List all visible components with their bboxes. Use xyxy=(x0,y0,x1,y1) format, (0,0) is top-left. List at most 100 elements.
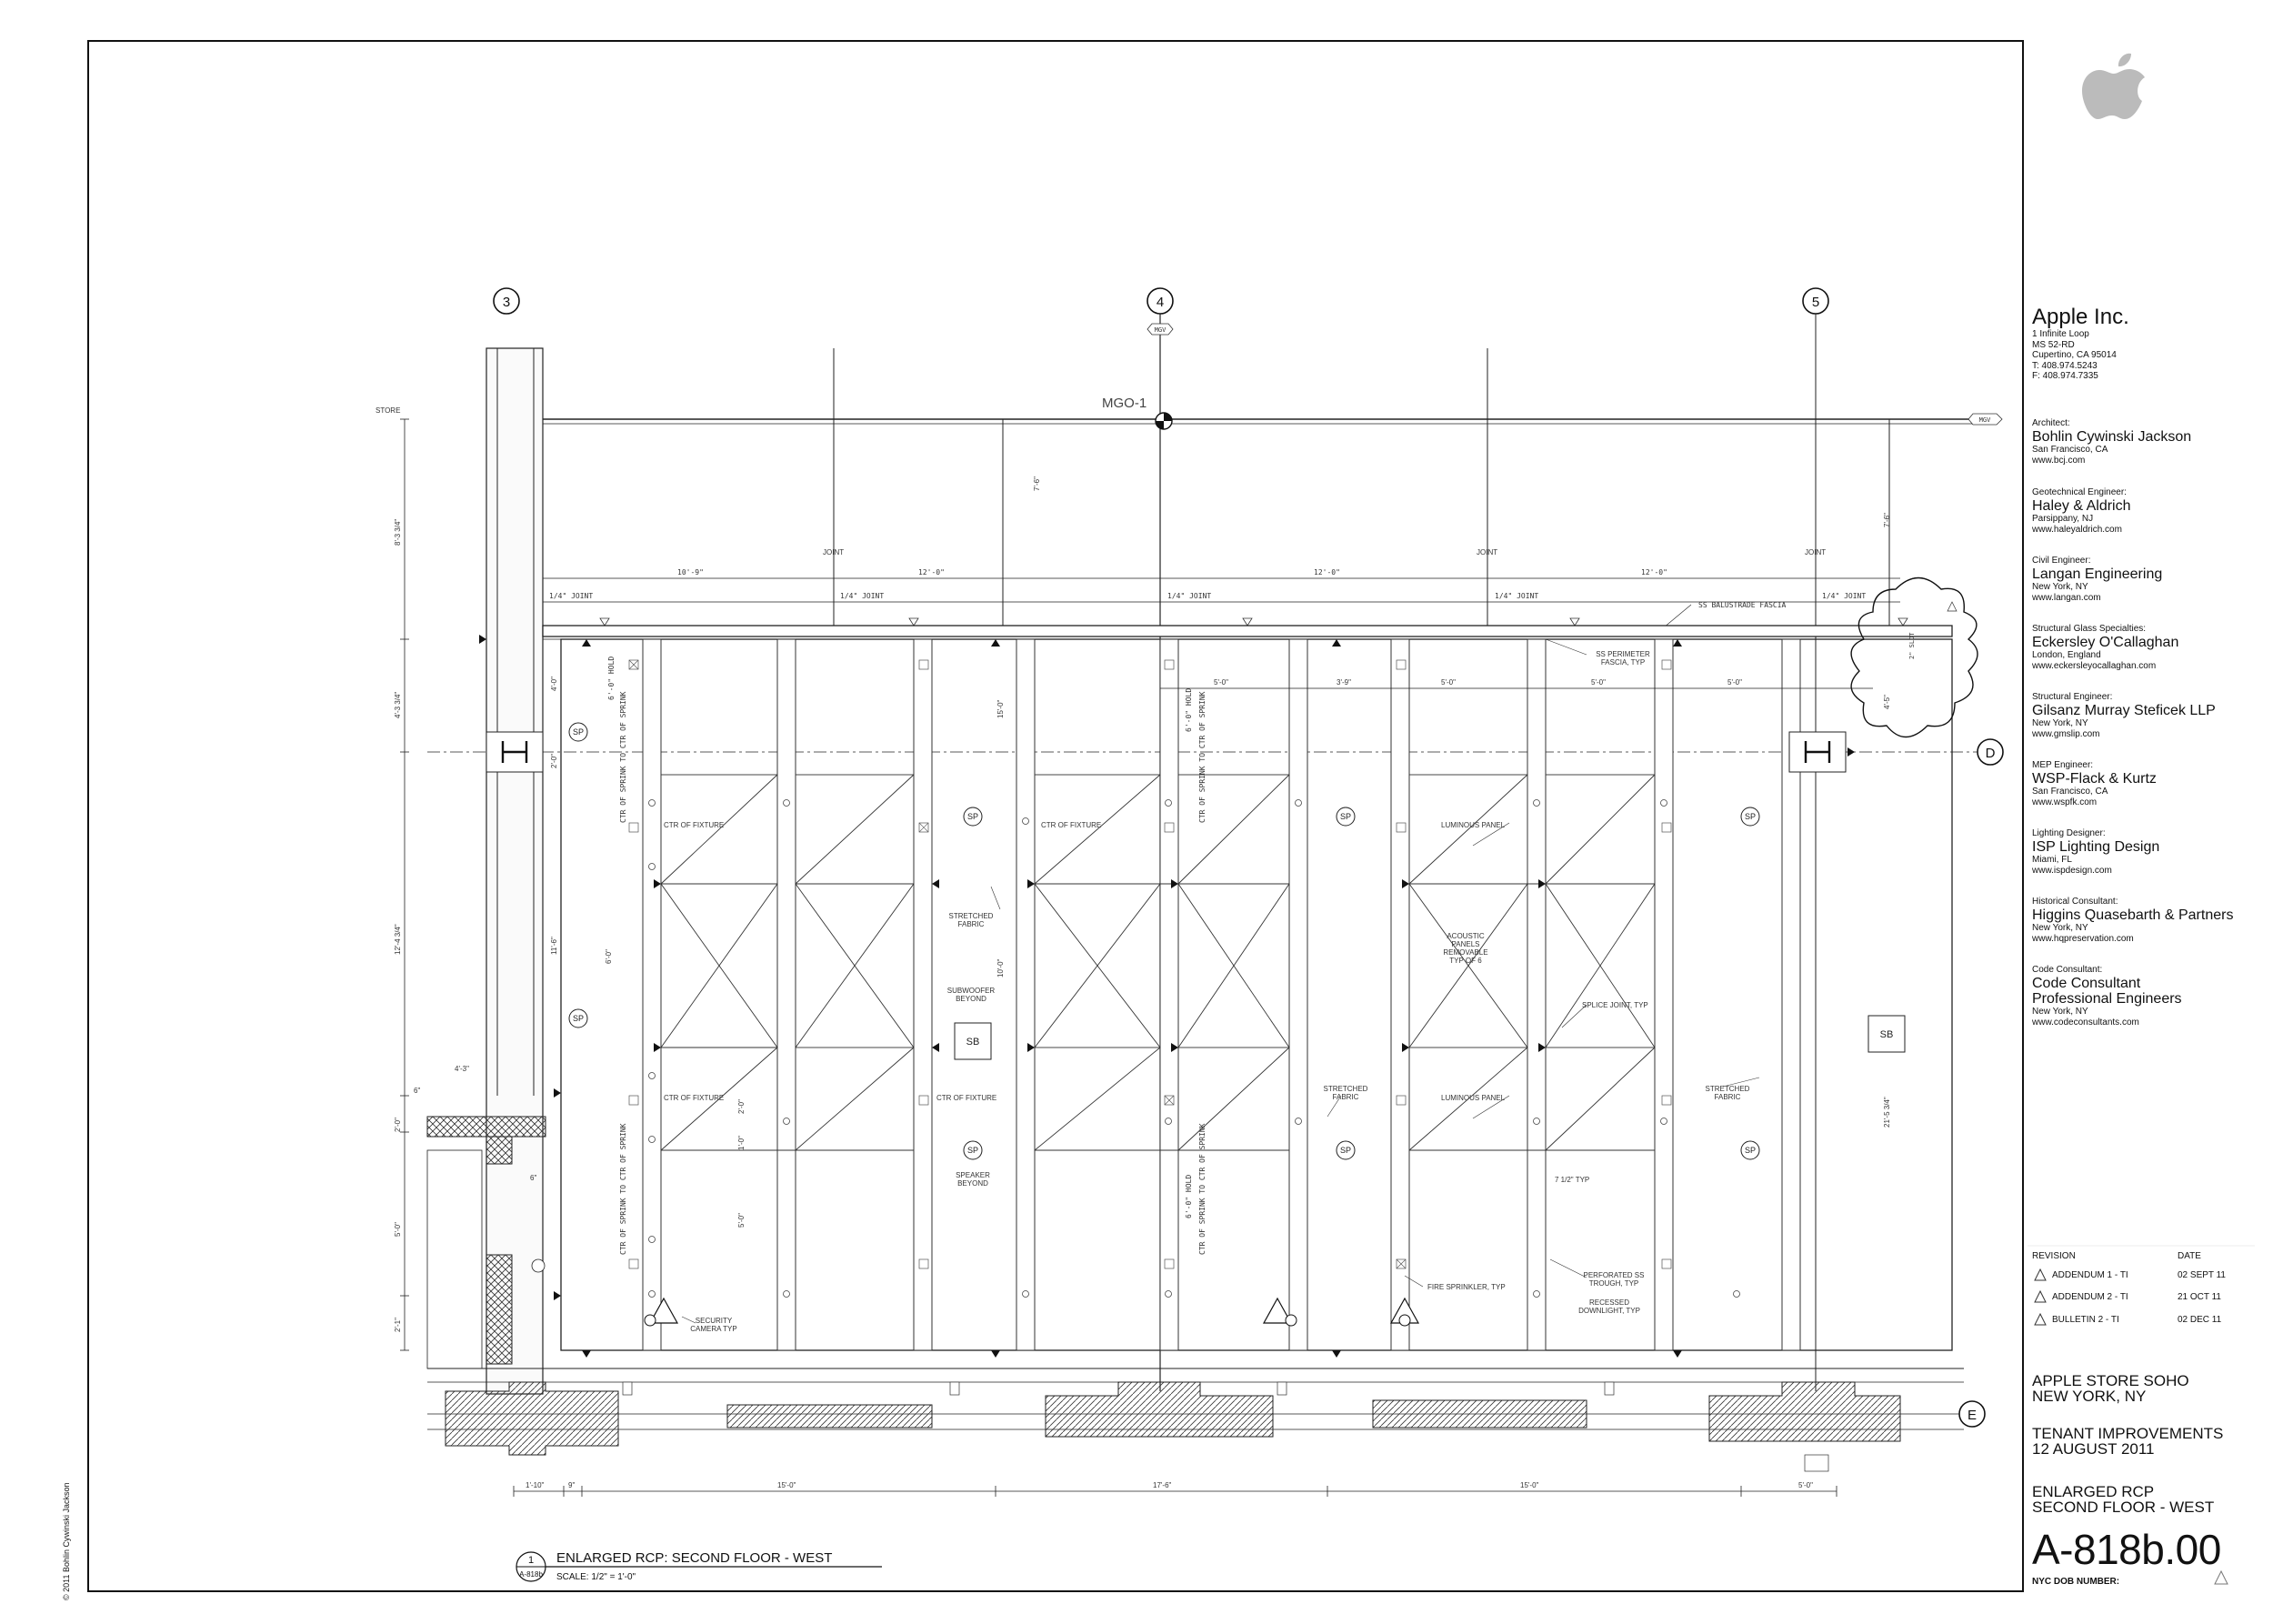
row-dim-5: 5'-0" xyxy=(1727,678,1742,687)
address-4: T: 408.974.5243 xyxy=(2032,360,2098,371)
bottom-dim-3: 15'-0" xyxy=(777,1481,796,1489)
revision-delta-icon xyxy=(2034,1268,2047,1281)
row-dim-4: 5'-0" xyxy=(1591,678,1606,687)
address-3: Cupertino, CA 95014 xyxy=(2032,350,2117,360)
joint-dim-2: 1/4" JOINT xyxy=(840,592,884,600)
seven-half-note: 7 1/2" TYP xyxy=(1555,1176,1589,1184)
sheet-title-block: ENLARGED RCP SECOND FLOOR - WEST xyxy=(2032,1484,2259,1515)
slot-note: 2" SLOT xyxy=(1908,632,1916,659)
sp-3: SP xyxy=(967,812,978,821)
sb-2: SB xyxy=(1880,1029,1894,1040)
grid-bubble-3: 3 xyxy=(493,287,520,315)
grid-label-5: 5 xyxy=(1812,295,1819,310)
sprink-note-3: CTR OF SPRINK TO CTR OF SPRINK xyxy=(1198,691,1207,823)
splice-note: SPLICE JOINT, TYP xyxy=(1582,1001,1648,1009)
int-dim-2: 2'-0" xyxy=(550,754,558,768)
revision-delta-icon xyxy=(2034,1290,2047,1303)
joint-label-3: JOINT xyxy=(1805,548,1826,556)
int-dim-5: 7'-6" xyxy=(1033,476,1041,491)
consultant-structural: Structural Engineer: Gilsanz Murray Stef… xyxy=(2032,692,2216,739)
company-block: Apple Inc. 1 Infinite Loop MS 52-RD Cupe… xyxy=(2032,306,2259,382)
grid-label-3: 3 xyxy=(503,295,510,310)
top-span-2: 12'-0" xyxy=(918,568,945,576)
int-dim-11: 2'-0" xyxy=(737,1099,746,1114)
revision-row-3: BULLETIN 2 - TI 02 DEC 11 xyxy=(2032,1313,2259,1328)
left-dim-6: 2'-1" xyxy=(394,1318,402,1332)
sheet-border xyxy=(87,40,2024,1592)
detail-scale: SCALE: 1/2" = 1'-0" xyxy=(556,1572,636,1582)
left-dim-2: 4'-3 3/4" xyxy=(394,692,402,718)
sprink-note-1: CTR OF SPRINK TO CTR OF SPRINK xyxy=(619,691,627,823)
top-span-3: 12'-0" xyxy=(1314,568,1340,576)
detail-number: 1 xyxy=(528,1555,534,1566)
svg-text:MGV: MGV xyxy=(1979,416,1991,424)
revision-row-2: ADDENDUM 2 - TI 21 OCT 11 xyxy=(2032,1290,2259,1305)
sprink-note-4: CTR OF SPRINK TO CTR OF SPRINK xyxy=(1198,1123,1207,1255)
int-dim-3: 11'-6" xyxy=(550,937,558,955)
row-dim-1: 5'-0" xyxy=(1214,678,1228,687)
phase-name: TENANT IMPROVEMENTS xyxy=(2032,1425,2224,1442)
revision-header: REVISION xyxy=(2032,1251,2076,1261)
int-dim-9: 10'-0" xyxy=(996,958,1005,977)
int-dim-6: 7'-6" xyxy=(1883,513,1891,527)
sheet-number-block: A-818b.00 NYC DOB NUMBER: xyxy=(2032,1528,2259,1588)
sb-1: SB xyxy=(966,1037,980,1048)
left-small-1: 4'-3" xyxy=(455,1065,469,1073)
grid-bubble-4: 4 xyxy=(1147,287,1174,315)
int-dim-8: 21'-5 3/4" xyxy=(1883,1097,1891,1128)
bottom-dim-1: 1'-10" xyxy=(526,1481,545,1489)
fire-sprinkler-note: FIRE SPRINKLER, TYP xyxy=(1427,1283,1506,1291)
consultant-civil: Civil Engineer: Langan Engineering New Y… xyxy=(2032,556,2163,603)
int-dim-13: 1'-0" xyxy=(737,1136,746,1150)
consultant-structural-glass: Structural Glass Specialties: Eckersley … xyxy=(2032,624,2179,671)
ctr-fixture-3: CTR OF FIXTURE xyxy=(664,1094,724,1102)
row-dim-2: 3'-9" xyxy=(1337,678,1351,687)
balustrade-note: SS BALUSTRADE FASCIA xyxy=(1698,601,1787,609)
joint-dim-4: 1/4" JOINT xyxy=(1495,592,1538,600)
sp-7: SP xyxy=(1745,812,1756,821)
grid-label-e: E xyxy=(1968,1408,1977,1423)
left-small-2: 6" xyxy=(414,1087,420,1095)
detail-sheet-ref: A-818b xyxy=(519,1570,543,1579)
int-dim-1: 4'-0" xyxy=(550,677,558,691)
revision-header-row: REVISION DATE xyxy=(2032,1251,2259,1264)
ctr-fixture-2: CTR OF FIXTURE xyxy=(1041,821,1101,829)
sheet-title-1: ENLARGED RCP xyxy=(2032,1483,2155,1500)
store-label: STORE xyxy=(375,406,400,415)
mgo-label: MGO-1 xyxy=(1102,396,1147,411)
project-name: APPLE STORE SOHO xyxy=(2032,1372,2189,1389)
bottom-dim-2: 9" xyxy=(568,1481,575,1489)
project-city: NEW YORK, NY xyxy=(2032,1388,2147,1405)
svg-text:MGV: MGV xyxy=(1155,326,1167,334)
left-dim-3: 12'-4 3/4" xyxy=(394,924,402,955)
grid-label-d: D xyxy=(1986,746,1996,761)
left-small-3: 6" xyxy=(530,1174,536,1182)
bottom-dim-5: 15'-0" xyxy=(1520,1481,1539,1489)
project-block: APPLE STORE SOHO NEW YORK, NY xyxy=(2032,1373,2259,1404)
mgv-tag-top: MGV xyxy=(1147,323,1174,336)
consultant-mep: MEP Engineer: WSP-Flack & Kurtz San Fran… xyxy=(2032,760,2157,807)
luminous-1: LUMINOUS PANEL xyxy=(1441,821,1506,829)
detail-title-text: ENLARGED RCP: SECOND FLOOR - WEST xyxy=(556,1550,832,1566)
grid-label-4: 4 xyxy=(1157,295,1164,310)
hold-note-2: 6'-0" HOLD xyxy=(1185,688,1193,732)
joint-label-1: JOINT xyxy=(823,548,844,556)
joint-dim-5: 1/4" JOINT xyxy=(1822,592,1866,600)
left-dim-4: 2'-0" xyxy=(394,1118,402,1132)
consultant-geotechnical: Geotechnical Engineer: Haley & Aldrich P… xyxy=(2032,487,2131,535)
ctr-fixture-4: CTR OF FIXTURE xyxy=(936,1094,996,1102)
left-dim-5: 5'-0" xyxy=(394,1222,402,1237)
revision-delta-icon xyxy=(2034,1313,2047,1326)
dob-delta-icon xyxy=(2214,1570,2228,1585)
sheet-title-2: SECOND FLOOR - WEST xyxy=(2032,1499,2215,1516)
